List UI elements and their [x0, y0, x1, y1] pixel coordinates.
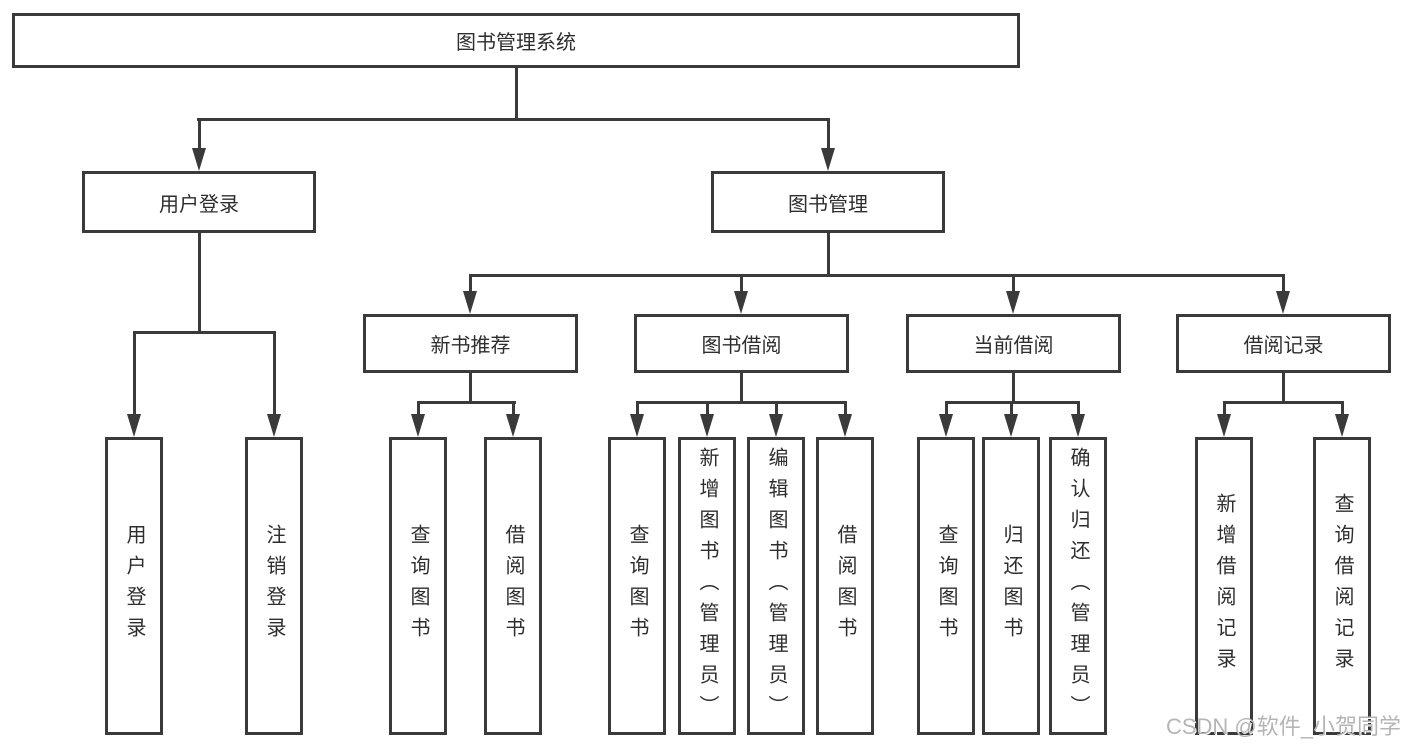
- leaf-edit-book-admin-label: 编辑图书（管理员）: [765, 446, 787, 726]
- node-borrow-records: 借阅记录: [1176, 314, 1391, 373]
- arrow-down-icon: [192, 148, 206, 171]
- node-user-login-label: 用户登录: [159, 193, 239, 216]
- leaf-query-books-3-label: 查询图书: [935, 524, 957, 648]
- leaf-edit-book-admin: 编辑图书（管理员）: [747, 437, 805, 735]
- connector-user-login-bus: [133, 331, 276, 334]
- leaf-borrow-books-1: 借阅图书: [484, 437, 542, 735]
- connector-current-borrow-stem: [1012, 373, 1015, 404]
- connector-to-new-book-rec: [469, 274, 472, 294]
- arrow-down-icon: [1006, 291, 1020, 314]
- arrow-down-icon: [127, 414, 141, 437]
- connector-to-current-borrow: [1012, 274, 1015, 294]
- leaf-borrow-books-2-label: 借阅图书: [834, 524, 856, 648]
- leaf-return-book: 归还图书: [982, 437, 1040, 735]
- connector-new-book-rec-stem: [469, 373, 472, 404]
- arrow-down-icon: [821, 148, 835, 171]
- arrow-down-icon: [630, 414, 644, 437]
- node-new-book-recommend-label: 新书推荐: [430, 335, 511, 357]
- connector-to-leaf: [775, 401, 778, 415]
- arrow-down-icon: [769, 414, 783, 437]
- connector-user-login-stem: [198, 233, 201, 333]
- node-book-borrow-label: 图书借阅: [701, 335, 782, 357]
- arrow-down-icon: [463, 291, 477, 314]
- connector-borrow-records-stem: [1282, 373, 1285, 404]
- leaf-query-borrow-record: 查询借阅记录: [1313, 437, 1371, 735]
- connector-borrow-records-bus: [1223, 401, 1343, 404]
- leaf-add-book-admin: 新增图书（管理员）: [678, 437, 736, 735]
- node-book-borrow: 图书借阅: [634, 314, 849, 373]
- connector-root-stem: [515, 68, 518, 121]
- connector-to-leaf: [1223, 401, 1226, 415]
- connector-new-book-rec-bus: [417, 401, 516, 404]
- node-book-management: 图书管理: [711, 171, 945, 233]
- arrow-down-icon: [267, 414, 281, 437]
- arrow-down-icon: [1004, 414, 1018, 437]
- leaf-user-login: 用户登录: [105, 437, 163, 735]
- arrow-down-icon: [1217, 414, 1231, 437]
- leaf-query-books-1-label: 查询图书: [407, 524, 429, 648]
- connector-to-leaf: [1077, 401, 1080, 415]
- node-user-login: 用户登录: [82, 171, 316, 233]
- leaf-confirm-return-admin: 确认归还（管理员）: [1049, 437, 1107, 735]
- leaf-query-books-2-label: 查询图书: [626, 524, 648, 648]
- connector-to-leaf-user-login: [133, 331, 136, 415]
- leaf-query-books-2: 查询图书: [608, 437, 666, 735]
- connector-book-mgmt-bus: [469, 274, 1285, 277]
- arrow-down-icon: [939, 414, 953, 437]
- arrow-down-icon: [734, 291, 748, 314]
- node-root: 图书管理系统: [12, 13, 1020, 68]
- connector-to-borrow-records: [1282, 274, 1285, 294]
- leaf-query-books-3: 查询图书: [917, 437, 975, 735]
- node-current-borrow: 当前借阅: [906, 314, 1121, 373]
- leaf-add-borrow-record-label: 新增借阅记录: [1213, 493, 1235, 679]
- leaf-query-books-1: 查询图书: [389, 437, 447, 735]
- arrow-down-icon: [411, 414, 425, 437]
- csdn-watermark: CSDN @软件_小贺同学: [1165, 714, 1401, 739]
- connector-to-book-mgmt: [827, 118, 830, 150]
- leaf-confirm-return-admin-label: 确认归还（管理员）: [1067, 446, 1089, 726]
- connector-book-borrow-stem: [740, 373, 743, 404]
- connector-to-leaf: [844, 401, 847, 415]
- connector-to-leaf: [636, 401, 639, 415]
- arrow-down-icon: [700, 414, 714, 437]
- connector-to-leaf: [706, 401, 709, 415]
- arrow-down-icon: [1335, 414, 1349, 437]
- arrow-down-icon: [838, 414, 852, 437]
- node-new-book-recommend: 新书推荐: [363, 314, 578, 373]
- leaf-borrow-books-2: 借阅图书: [816, 437, 874, 735]
- connector-to-leaf-logout: [273, 331, 276, 415]
- connector-to-book-borrow: [740, 274, 743, 294]
- connector-to-leaf: [512, 401, 515, 415]
- node-book-management-label: 图书管理: [788, 193, 868, 216]
- arrow-down-icon: [1276, 291, 1290, 314]
- connector-book-mgmt-stem: [827, 233, 830, 276]
- leaf-add-borrow-record: 新增借阅记录: [1195, 437, 1253, 735]
- connector-book-borrow-bus: [636, 401, 846, 404]
- leaf-logout-label: 注销登录: [263, 524, 285, 648]
- node-root-label: 图书管理系统: [456, 32, 576, 54]
- connector-to-leaf: [945, 401, 948, 415]
- leaf-return-book-label: 归还图书: [1000, 524, 1022, 648]
- leaf-user-login-label: 用户登录: [123, 524, 145, 648]
- arrow-down-icon: [506, 414, 520, 437]
- leaf-query-borrow-record-label: 查询借阅记录: [1331, 493, 1353, 679]
- connector-to-user-login: [198, 118, 201, 150]
- connector-to-leaf: [1010, 401, 1013, 415]
- arrow-down-icon: [1071, 414, 1085, 437]
- leaf-logout: 注销登录: [245, 437, 303, 735]
- connector-to-leaf: [417, 401, 420, 415]
- leaf-add-book-admin-label: 新增图书（管理员）: [696, 446, 718, 726]
- leaf-borrow-books-1-label: 借阅图书: [502, 524, 524, 648]
- node-borrow-records-label: 借阅记录: [1243, 335, 1324, 357]
- connector-to-leaf: [1341, 401, 1344, 415]
- node-current-borrow-label: 当前借阅: [973, 335, 1054, 357]
- connector-root-bus: [197, 118, 830, 121]
